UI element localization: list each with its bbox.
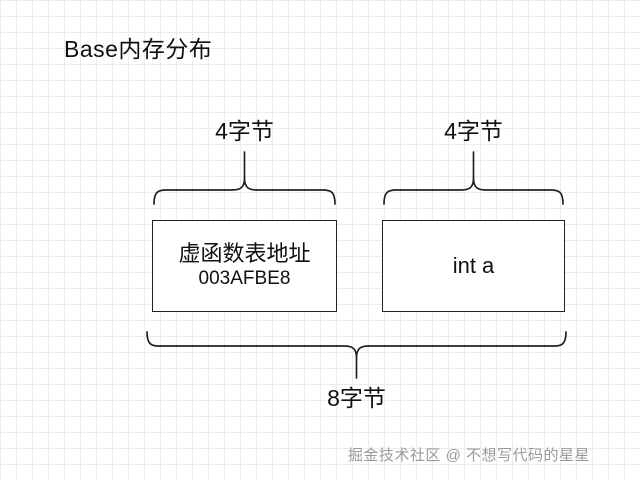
right-size-label: 4字节 [444,118,503,144]
int-a-box-label: int a [452,253,495,279]
total-size-label: 8字节 [327,385,386,411]
brace-right-icon [383,151,564,205]
left-size-label: 4字节 [215,118,274,144]
int-a-box: int a [382,220,565,312]
page-title: Base内存分布 [64,36,213,62]
vtable-box-label: 虚函数表地址 [178,240,311,266]
vtable-address: 003AFBE8 [198,268,291,290]
vtable-box: 虚函数表地址 003AFBE8 [152,220,337,312]
watermark-text: 掘金技术社区 @ 不想写代码的星星 [347,447,590,464]
brace-left-icon [153,151,336,205]
brace-total-icon [146,331,567,379]
